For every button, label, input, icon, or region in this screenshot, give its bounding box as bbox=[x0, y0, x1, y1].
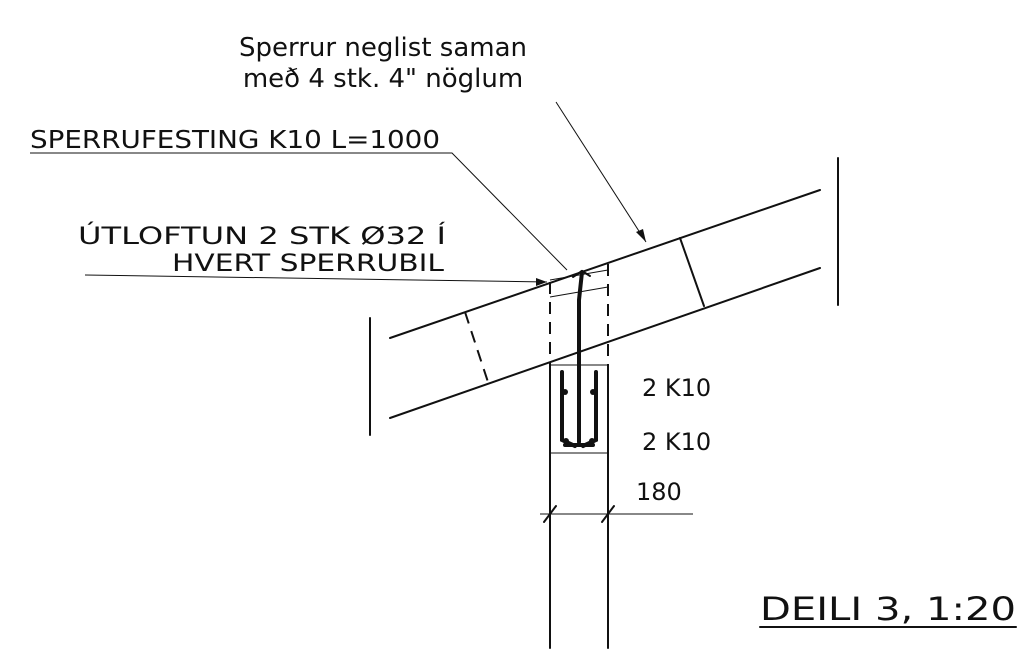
rebar-dot-top-left bbox=[562, 389, 568, 395]
rafter bbox=[389, 189, 821, 419]
rebar-dot-bottom-right bbox=[589, 438, 595, 444]
ventilation-label-line2: HVERT SPERRUBIL bbox=[172, 249, 445, 277]
reinforcement bbox=[560, 269, 598, 448]
ventilation-pipe-1 bbox=[549, 269, 609, 281]
rafter-top-edge bbox=[389, 189, 821, 339]
dimension-180 bbox=[540, 505, 620, 523]
nailing-note-line2: með 4 stk. 4" nöglum bbox=[243, 64, 523, 94]
rebar-dot-bottom-left bbox=[563, 438, 569, 444]
stirrup-left-leg bbox=[560, 370, 577, 448]
rafter-fastening-label: SPERRUFESTING K10 L=1000 bbox=[30, 125, 440, 154]
ventilation-label-line1: ÚTLOFTUN 2 STK Ø32 Í bbox=[78, 220, 446, 250]
rebar-dot-top-right bbox=[590, 389, 596, 395]
rafter-fastening-bar bbox=[577, 270, 584, 444]
rafter-fastening-leader bbox=[30, 152, 568, 271]
nailing-leader-arrowhead bbox=[636, 229, 646, 242]
rebar-bottom-label: 2 K10 bbox=[642, 428, 711, 456]
detail-title: DEILI 3, 1:20 bbox=[760, 590, 1016, 628]
rafter-hidden-block-left bbox=[464, 311, 489, 383]
dimension-tick-right bbox=[601, 505, 615, 523]
nailing-note-leader bbox=[555, 101, 647, 243]
rafter-block-right bbox=[679, 237, 705, 307]
rafter-bottom-edge bbox=[389, 267, 821, 419]
nailing-note-line1: Sperrur neglist saman bbox=[239, 33, 527, 63]
leaders bbox=[30, 101, 693, 515]
ventilation-leader bbox=[84, 274, 548, 283]
stirrup-right-leg bbox=[581, 370, 598, 448]
rebar-top-label: 2 K10 bbox=[642, 374, 711, 402]
rafter-fastening-hook bbox=[572, 269, 591, 278]
wall bbox=[549, 264, 609, 649]
ventilation-leader-arrowhead bbox=[536, 278, 547, 286]
wall-width-label: 180 bbox=[636, 478, 682, 506]
dimension-tick-left bbox=[543, 505, 557, 523]
